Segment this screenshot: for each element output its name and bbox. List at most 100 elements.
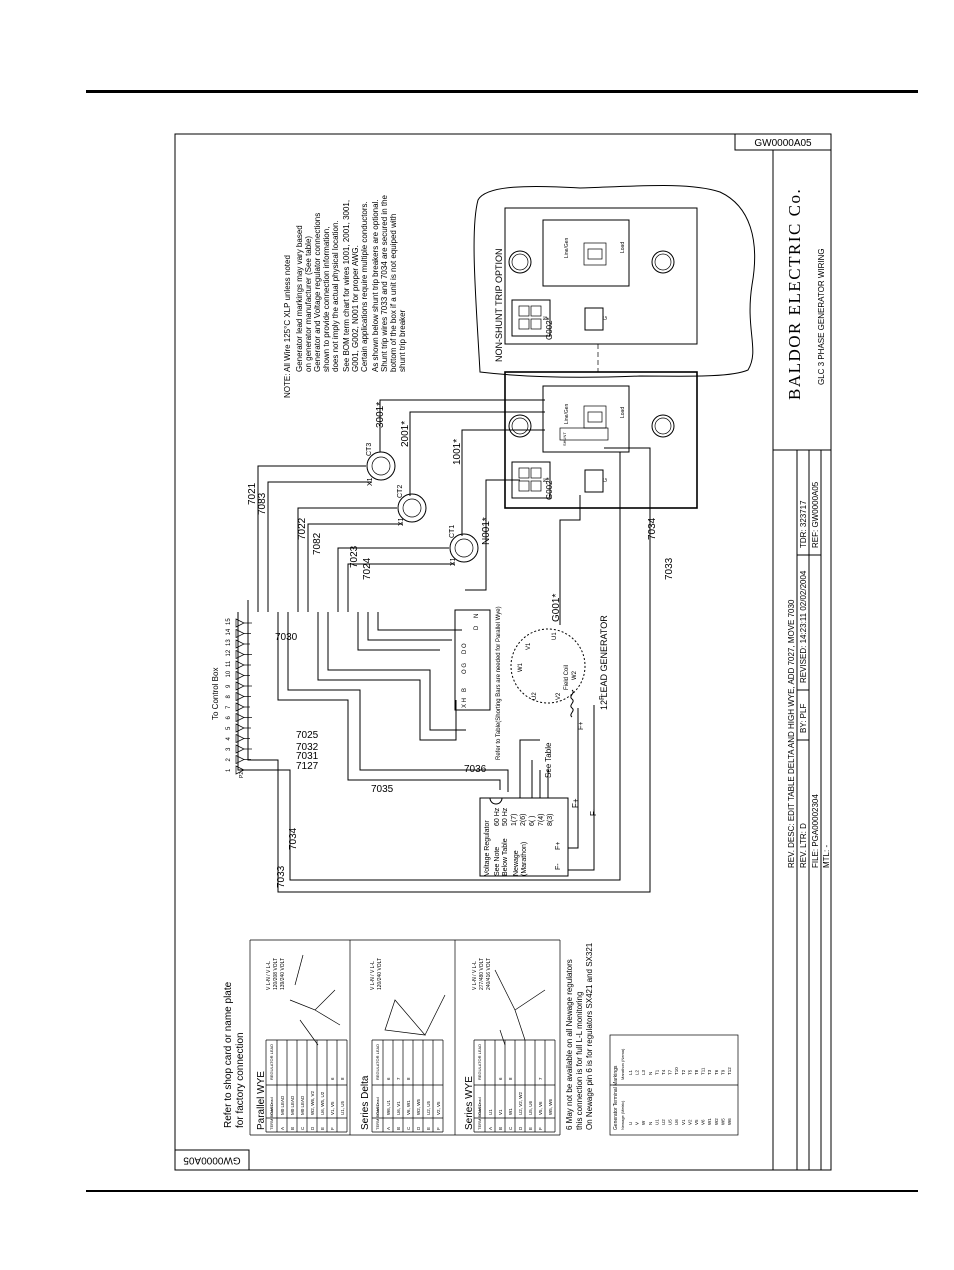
drawing-number-box-bottom — [174, 1149, 250, 1171]
markings-title: Generator Terminal Markings — [613, 1065, 619, 1130]
table-cell: W6, U1 — [386, 1099, 391, 1115]
company-name: BALDOR ELECTRIC Co. — [785, 188, 804, 400]
table-header-cell: REGULATOR LEAD — [269, 1044, 274, 1080]
option-load-label: Load — [620, 242, 626, 253]
footnote-line: On Newage pin 6 is for regulators SX421 … — [585, 942, 594, 1130]
table-cell: M0 LEAD — [300, 1095, 305, 1115]
main-load-label: Load — [620, 407, 626, 418]
note-line: shown to provide connection information, — [322, 227, 331, 372]
table-cell: U5, U6 — [528, 1100, 533, 1115]
table-header-cell: Gen Lead — [375, 1097, 380, 1115]
parallel-wye-v2: 139/240 VOLT — [280, 958, 286, 990]
table-cell: V2, V5 — [436, 1101, 441, 1115]
ct3-label: CT3 — [366, 443, 373, 456]
ct3 — [366, 451, 396, 481]
control-box-terminal-number: 8 — [226, 695, 232, 699]
table-cell: 8 — [340, 1077, 345, 1080]
markings-cell: T9 — [720, 1069, 725, 1075]
rev-description: REV. DESC: EDIT TABLE DELTA AND HIGH WYE… — [787, 599, 796, 868]
option-label: NON-SHUNT TRIP OPTION — [494, 248, 504, 362]
table-cell: F — [538, 1127, 543, 1130]
markings-cell: U2 — [661, 1119, 666, 1125]
series-wye-v2: 240/416 VOLT — [486, 958, 492, 990]
option-g-label: G — [603, 316, 609, 320]
wire-7022-label: 7022 — [297, 517, 308, 540]
note-line: G001, G002, N001 for proper AWG. — [351, 245, 360, 372]
markings-cell: T6 — [714, 1069, 719, 1075]
rev-by: BY: PLF — [799, 704, 808, 733]
control-box-terminal — [235, 702, 245, 712]
markings-cell: U6 — [674, 1119, 679, 1125]
terminal-code: O G — [462, 663, 468, 674]
markings-cell: V1 — [681, 1119, 686, 1125]
wire-7033-right-label: 7033 — [664, 557, 675, 580]
gen-lead: W2 — [572, 670, 578, 680]
regulator-fplus: F+ — [555, 842, 562, 850]
regulator-title: Voltage Regulator — [484, 820, 491, 876]
main-breaker — [542, 385, 630, 453]
wire-7035-label: 7035 — [371, 784, 394, 795]
ct2-x1-label: X1 — [398, 517, 405, 526]
markings-cell: T1 — [654, 1069, 659, 1075]
control-box-terminal-number: 13 — [226, 639, 232, 646]
main-enclosure: Line/Gen Load SHUNT G002* N G — [504, 371, 698, 509]
regulator-60hz: 60 Hz — [494, 807, 501, 826]
gen-lead: U2 — [532, 692, 538, 700]
control-box-terminal — [235, 660, 245, 670]
table-cell: U6, W5, U2 — [320, 1091, 325, 1115]
regulator-see-table: See Table — [544, 742, 553, 778]
control-box-terminal — [235, 712, 245, 723]
control-box-terminal-number: 9 — [226, 684, 232, 688]
wire-3001-label: 3001* — [375, 402, 386, 428]
gen-fplus-label: F+ — [578, 722, 585, 730]
note-line: Shunt trip wires 7033 and 7034 are secur… — [380, 194, 389, 372]
gen-lead: U1 — [552, 632, 558, 640]
control-box-terminal — [235, 765, 245, 775]
markings-cell: U — [628, 1122, 633, 1125]
shunt-label: SHUNT — [562, 432, 567, 446]
table-cell: 8 — [406, 1077, 411, 1080]
wire-7024-label: 7024 — [362, 557, 373, 580]
table-cell: U1, U5 — [340, 1100, 345, 1115]
table-cell: M0 LEAD — [280, 1095, 285, 1115]
series-delta-v1: 120/240 VOLT — [377, 958, 383, 990]
wire-7025-label: 7025 — [296, 730, 319, 741]
table-cell: B — [498, 1127, 503, 1130]
control-box-terminal — [235, 628, 245, 639]
table-header-cell: TERM BOARD — [269, 1103, 274, 1130]
option-cloud — [473, 185, 756, 378]
control-box-terminal-number: 14 — [226, 628, 232, 635]
markings-cell: W5 — [720, 1118, 725, 1125]
control-box-terminal-number: 11 — [226, 660, 232, 667]
wire-2001-label: 2001* — [400, 421, 411, 447]
footnote-line: this connection is for full L-L monitori… — [575, 992, 584, 1130]
table-cell: U2, V2, W2 — [518, 1091, 523, 1115]
main-g002-label: G002* — [545, 477, 554, 500]
tdr-number: TDR: 323717 — [799, 500, 808, 548]
wire-7031-label: 7031 — [296, 751, 319, 762]
markings-cell: T11 — [701, 1067, 706, 1075]
control-box-terminal — [235, 723, 245, 733]
control-box-terminal — [235, 754, 245, 765]
header-rule — [86, 90, 918, 93]
control-box-terminal — [235, 649, 245, 660]
option-n-label: N — [543, 316, 549, 320]
wire-n001-label: N001* — [481, 517, 492, 545]
shunt-trip-box — [559, 427, 609, 441]
control-box-terminal — [235, 744, 245, 754]
control-box-terminal-number: 6 — [226, 716, 232, 720]
control-box-terminal — [235, 733, 245, 744]
control-box-terminal-number: 15 — [226, 618, 232, 625]
wire-7034-left-label: 7034 — [288, 827, 299, 850]
drawing-title: GLC 3 PHASE GENERATOR WIRING — [817, 248, 826, 385]
control-box-terminal-number: 2 — [226, 758, 232, 762]
wire-7083-label: 7083 — [257, 492, 268, 515]
table-cell: 6 — [386, 1077, 391, 1080]
regulator-see-note: See Note — [494, 847, 501, 876]
table-cell: V1 — [498, 1109, 503, 1115]
table-header-cell: Gen Lead — [269, 1097, 274, 1115]
series-delta-volts: V L-N / V L-L — [370, 961, 376, 990]
table-cell: 6 — [330, 1077, 335, 1080]
note-line: shunt trip breaker — [398, 309, 407, 372]
